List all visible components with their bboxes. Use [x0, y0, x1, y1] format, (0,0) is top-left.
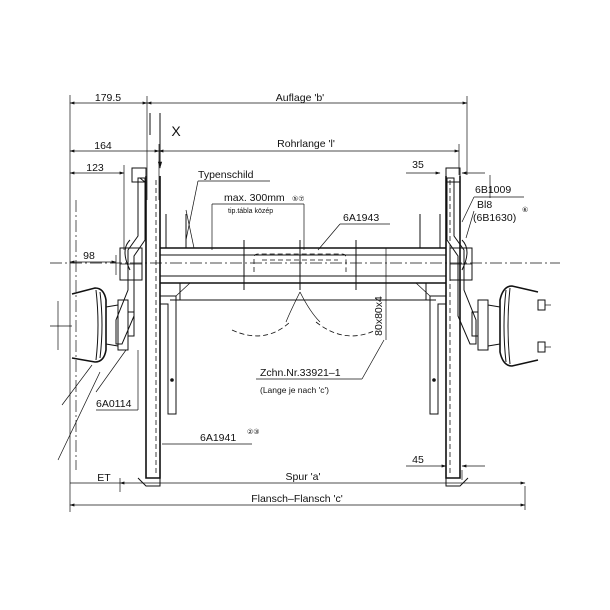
- dimension-35: 35: [406, 159, 485, 175]
- section-marker-x: X: [149, 113, 181, 169]
- dimension-profile: 80x80x4: [373, 247, 392, 340]
- right-brake-drum: [471, 285, 551, 367]
- left-mounting-plate: [137, 176, 161, 487]
- dim-35-text: 35: [412, 159, 424, 171]
- max-300-text: max. 300mm: [224, 192, 285, 204]
- lange-nach-text: (Lange je nach 'c'): [260, 385, 329, 395]
- dimension-et: ET: [70, 472, 120, 484]
- typenschild-text: Typenschild: [198, 169, 254, 181]
- dimension-179-5: 179.5: [69, 92, 148, 105]
- zchn-text: Zchn.Nr.33921–1: [260, 367, 341, 379]
- dim-auflage-text: Auflage 'b': [276, 92, 324, 104]
- dimension-123: 123: [69, 162, 125, 175]
- left-torsion-arm: [115, 167, 147, 345]
- type-plate-detail: [231, 240, 377, 337]
- dim-spur-text: Spur 'a': [286, 471, 321, 483]
- label-6a0114: 6A0114: [57, 349, 139, 461]
- extension-lines: [69, 95, 526, 512]
- part-6a1943-text: 6A1943: [343, 212, 379, 224]
- label-zchn: Zchn.Nr.33921–1 (Lange je nach 'c'): [256, 339, 385, 395]
- part-6a0114-text: 6A0114: [96, 398, 132, 410]
- part-6b1630-text: (6B1630): [473, 212, 516, 224]
- label-6a1941: 6A1941 ②③: [162, 428, 260, 445]
- dimension-45: 45: [406, 454, 485, 468]
- dimension-98: 98: [69, 250, 117, 264]
- part-6b1009-text: 6B1009: [475, 184, 511, 196]
- dim-98-text: 98: [83, 250, 95, 262]
- dimension-flansch: Flansch–Flansch 'c': [69, 493, 526, 507]
- axle-tube: [160, 247, 446, 301]
- part-bl8-text: Bl8: [477, 199, 492, 211]
- label-typenschild: Typenschild: [185, 169, 270, 241]
- note-57-text: ⑤⑦: [292, 195, 305, 203]
- dim-179-5-text: 179.5: [95, 92, 121, 104]
- dimension-164: 164: [69, 140, 160, 153]
- dimension-rohrlange: Rohrlange 'l': [158, 138, 460, 153]
- dim-et-text: ET: [97, 472, 111, 484]
- dim-164-text: 164: [94, 140, 112, 152]
- dim-flansch-text: Flansch–Flansch 'c': [251, 493, 343, 505]
- left-brake-drum: [50, 287, 135, 363]
- label-6b1009: 6B1009 Bl8 (6B1630) ⑥: [461, 184, 528, 239]
- label-max-300: max. 300mm ⑤⑦ tip.tábla közép: [211, 192, 305, 250]
- section-x-label: X: [171, 123, 181, 139]
- left-support-bracket: [160, 209, 195, 415]
- part-6a1941-text: 6A1941: [200, 432, 236, 444]
- note-23-text: ②③: [247, 428, 260, 436]
- right-support-bracket: [415, 214, 446, 415]
- right-torsion-arm: [445, 167, 477, 345]
- label-6a1943: 6A1943: [317, 212, 390, 251]
- dim-profile-text: 80x80x4: [373, 296, 385, 336]
- note-6-text: ⑥: [522, 206, 528, 214]
- dim-45-text: 45: [412, 454, 424, 466]
- tip-tabla-text: tip.tábla közép: [228, 208, 273, 215]
- dimension-auflage: Auflage 'b': [146, 92, 468, 105]
- dim-rohrlange-text: Rohrlange 'l': [277, 138, 335, 150]
- dim-123-text: 123: [86, 162, 104, 174]
- dimension-spur: Spur 'a': [119, 471, 526, 485]
